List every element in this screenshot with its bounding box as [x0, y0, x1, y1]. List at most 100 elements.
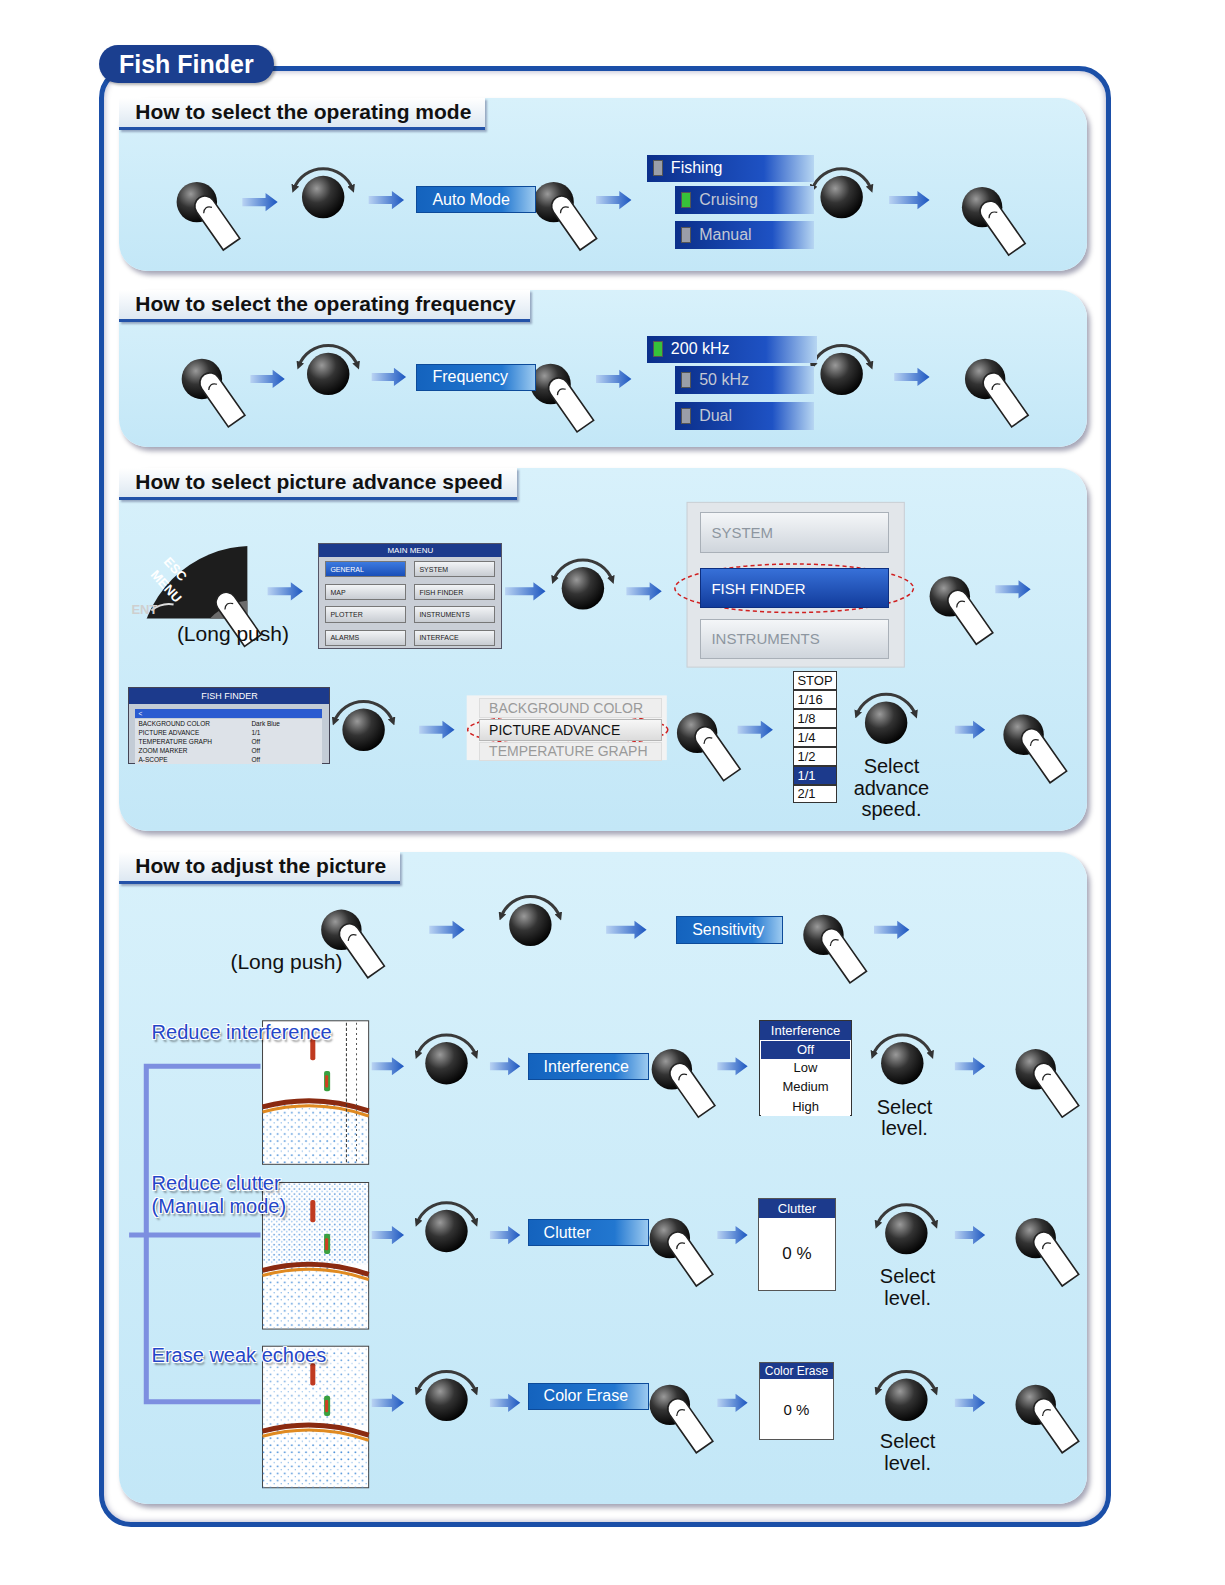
- path-shape: [1018, 725, 1067, 783]
- key-label: (Long push): [177, 622, 289, 646]
- node-value: 0 %: [759, 1244, 835, 1264]
- menu-row: BACKGROUND COLORDark Blue: [135, 719, 322, 728]
- step-arrow: [268, 582, 303, 600]
- step-arrow: [596, 370, 631, 388]
- finger-icon: [944, 586, 993, 644]
- path-shape: [702, 736, 712, 744]
- node-text: 1/8: [797, 711, 815, 726]
- step-arrow: [894, 368, 929, 386]
- node-text: PICTURE ADVANCE: [138, 728, 199, 737]
- level-item: Low: [761, 1059, 850, 1078]
- step-arrow: [372, 368, 406, 386]
- node-text: Off: [797, 1042, 814, 1057]
- status-indicator: [653, 341, 663, 357]
- seabed-line: [263, 1106, 369, 1116]
- rotate-arrow: [417, 1203, 476, 1223]
- knob-icon: [821, 176, 863, 218]
- step-arrow: [430, 921, 465, 939]
- finger-icon: [196, 369, 245, 427]
- section-band: How to select the operating frequencyFre…: [119, 290, 1086, 447]
- picture-caption: Reduce interference: [152, 1021, 332, 1044]
- path-shape: [1030, 1059, 1079, 1117]
- menu-tile-zoom: FISH FINDER: [700, 568, 889, 608]
- seabed-line: [263, 1430, 369, 1440]
- finger-icon: [548, 192, 597, 250]
- step-arrow: [955, 721, 985, 739]
- path-shape: [196, 369, 245, 427]
- menu-button: Sensitivity: [676, 916, 783, 944]
- menu-tile: FISH FINDER: [414, 584, 495, 600]
- node-text: How to select the operating frequency: [119, 290, 529, 322]
- path-shape: [545, 374, 594, 432]
- node-text: 2/1: [797, 786, 815, 801]
- step-arrow: [718, 1057, 748, 1075]
- menu-row: ZOOM MARKEROff: [135, 746, 322, 755]
- menu-row: A-SCOPEOff: [135, 755, 322, 764]
- menu-button: Auto Mode: [416, 186, 535, 213]
- path-shape: [191, 192, 240, 250]
- highlight-ring: [675, 564, 914, 613]
- node-text: FISH FINDER: [129, 688, 329, 704]
- speed-cell: STOP: [793, 671, 836, 690]
- knob-icon: [302, 176, 344, 218]
- node-text: How to select the operating mode: [119, 98, 485, 130]
- step-arrow: [718, 1394, 748, 1412]
- level-item: High: [761, 1098, 850, 1116]
- menu-tile: INSTRUMENTS: [414, 606, 495, 622]
- node-text: 1/4: [797, 730, 815, 745]
- node-text: Clutter: [759, 1199, 835, 1218]
- option-item: Cruising: [675, 186, 813, 214]
- picture-caption: Reduce clutter (Manual mode): [152, 1172, 304, 1218]
- rotate-arrow: [857, 694, 916, 714]
- interference-line: [346, 1023, 347, 1162]
- menu-row: PICTURE ADVANCE1/1: [135, 728, 322, 737]
- node-text: Auto Mode: [432, 191, 509, 209]
- path-shape: [548, 192, 597, 250]
- knob-icon: [885, 1212, 927, 1254]
- path-shape: [677, 1072, 687, 1080]
- node-text: PICTURE ADVANCE: [489, 722, 620, 738]
- node-text: TEMPERATURE GRAPH: [489, 743, 647, 759]
- instruction-label: Select level.: [864, 1097, 945, 1140]
- key-label: ENT: [131, 602, 157, 617]
- menu-button: Frequency: [416, 364, 535, 391]
- step-arrow: [738, 721, 773, 739]
- menu-row: <: [135, 709, 322, 718]
- node-text: FISH FINDER: [419, 589, 463, 596]
- node-text: BACKGROUND COLOR: [138, 719, 210, 728]
- path-shape: [1030, 1395, 1079, 1453]
- speed-cell: 1/2: [793, 747, 836, 766]
- path-shape: [666, 1059, 715, 1117]
- finger-icon: [1018, 725, 1067, 783]
- menu-tile-zoom: SYSTEM: [700, 512, 889, 552]
- step-arrow: [505, 582, 545, 600]
- step-arrow: [596, 191, 631, 209]
- rotate-arrow: [335, 701, 394, 721]
- node-text: Clutter: [544, 1224, 591, 1242]
- finger-icon: [979, 369, 1028, 427]
- status-indicator: [681, 408, 691, 424]
- menu-button: Clutter: [528, 1219, 649, 1246]
- finger-icon: [976, 197, 1025, 255]
- path-shape: [944, 586, 993, 644]
- fish-echo: [311, 1200, 316, 1222]
- finger-icon: [191, 192, 240, 250]
- node-text: Manual: [699, 226, 751, 244]
- option-item: 200 kHz: [647, 336, 817, 363]
- menu-tile: GENERAL: [325, 561, 406, 577]
- node-text: Cruising: [699, 191, 758, 209]
- node-text: Medium: [782, 1079, 828, 1094]
- interference-line: [356, 1023, 357, 1162]
- zoom-panel: [467, 695, 667, 760]
- path-shape: [1041, 1072, 1051, 1080]
- rotate-arrow: [417, 1035, 476, 1055]
- path-shape: [336, 920, 385, 978]
- status-indicator: [681, 227, 691, 243]
- speed-cell: 1/16: [793, 690, 836, 709]
- knob-icon: [865, 701, 907, 743]
- finger-icon: [545, 374, 594, 432]
- path-shape: [1030, 1228, 1079, 1286]
- menu-row: TEMPERATURE GRAPHOff: [135, 737, 322, 746]
- path-shape: [991, 382, 1001, 390]
